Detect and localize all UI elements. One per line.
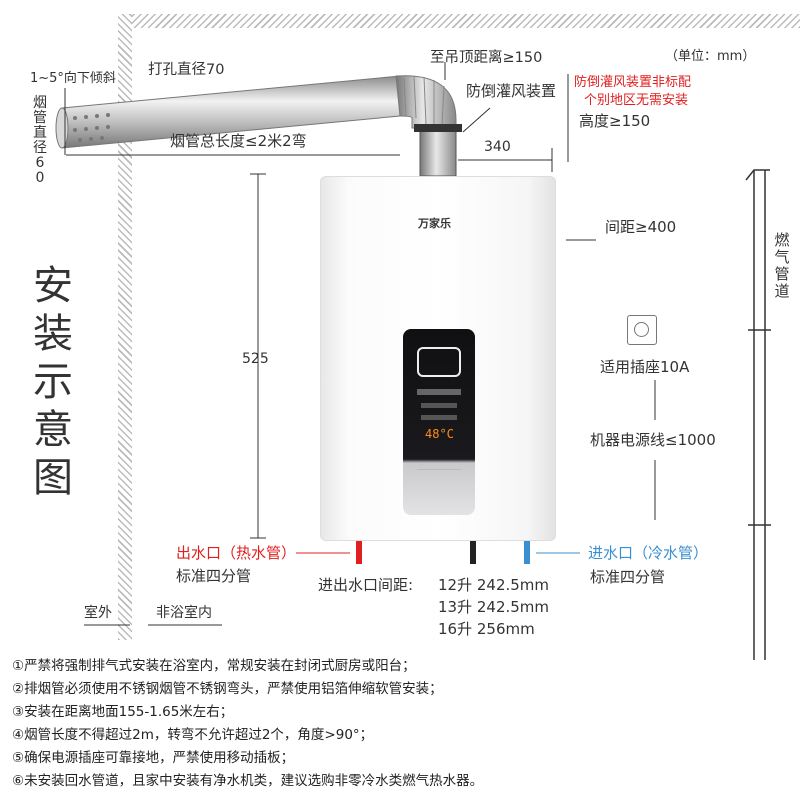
- dimension-lines: [64, 62, 656, 626]
- inlet-standard-label: 标准四分管: [590, 568, 666, 586]
- anti-backdraft-note-2: 个别地区无需安装: [584, 93, 689, 108]
- dimension-525: 525: [242, 351, 269, 367]
- inlet-label: 进水口（冷水管）: [588, 544, 709, 562]
- display-line-2: [421, 403, 457, 408]
- temperature-display: 48°C: [425, 427, 454, 441]
- diagram-title: 安装示意图: [33, 263, 73, 501]
- control-panel: 48°C: [403, 329, 475, 515]
- flue-connector: [419, 127, 457, 177]
- spacing-title: 进出水口间距:: [318, 576, 414, 594]
- ceiling: [118, 14, 800, 28]
- indoor-label: 非浴室内: [156, 605, 212, 621]
- spacing-16L: 16升 256mm: [438, 620, 535, 638]
- note-4: ④烟管长度不得超过2m，转弯不允许超过2个，角度>90°；: [12, 727, 374, 743]
- gas-inlet-pipe: [470, 540, 476, 564]
- tilt-label: 1~5°向下倾斜: [30, 71, 116, 86]
- flue-diameter-label: 烟管直径60: [33, 95, 47, 186]
- installation-notes: ①严禁将强制排气式安装在浴室内，常规安装在封闭式厨房或阳台； ②排烟管必须使用不…: [12, 655, 788, 793]
- dimension-340: 340: [484, 139, 511, 155]
- outlet-label: 出水口（热水管）: [176, 544, 297, 562]
- anti-backdraft-note-1: 防倒灌风装置非标配: [574, 75, 692, 90]
- note-6: ⑥未安装回水管道，且家中安装有净水机类，建议选购非零冷水类燃气热水器。: [12, 773, 484, 789]
- outlet-standard-label: 标准四分管: [176, 567, 252, 585]
- control-buttons: [417, 469, 461, 490]
- note-5: ⑤确保电源插座可靠接地，严禁使用移动插板；: [12, 750, 295, 766]
- display-icon: [417, 347, 461, 377]
- hot-pipe: [356, 540, 362, 564]
- flue-terminal: [55, 107, 69, 149]
- display-line-3: [421, 415, 457, 420]
- height-label: 高度≥150: [579, 112, 651, 130]
- socket-label: 适用插座10A: [600, 358, 690, 376]
- wall: [118, 14, 132, 640]
- spacing-12L: 12升 242.5mm: [438, 576, 550, 594]
- outdoor-label: 室外: [84, 605, 112, 621]
- anti-backdraft-label: 防倒灌风装置: [466, 82, 557, 100]
- flue-holes: [73, 113, 110, 142]
- note-2: ②排烟管必须使用不锈钢烟管不锈钢弯头，严禁使用铝箔伸缩软管安装；: [12, 681, 443, 697]
- elbow-ribs: [403, 75, 445, 127]
- ceiling-distance-label: 至吊顶距离≥150: [430, 50, 543, 66]
- spacing-label: 间距≥400: [605, 218, 677, 236]
- gas-pipe: [745, 169, 771, 660]
- cold-pipe: [524, 540, 530, 564]
- power-cord-label: 机器电源线≤1000: [590, 431, 716, 449]
- socket-icon: [627, 315, 657, 345]
- note-1: ①严禁将强制排气式安装在浴室内，常规安装在封闭式厨房或阳台；: [12, 658, 416, 674]
- unit-label: （单位：mm）: [665, 49, 756, 64]
- flue-length-label: 烟管总长度≤2米2弯: [170, 132, 307, 150]
- brand-logo: 万家乐: [418, 217, 451, 230]
- display-line-1: [417, 389, 461, 395]
- note-3: ③安装在距离地面155-1.65米左右；: [12, 704, 234, 720]
- hole-diameter-label: 打孔直径70: [148, 62, 225, 78]
- backdraft-pointer: [462, 107, 491, 133]
- spacing-13L: 13升 242.5mm: [438, 598, 550, 616]
- gas-pipe-label: 燃气管道: [774, 231, 790, 300]
